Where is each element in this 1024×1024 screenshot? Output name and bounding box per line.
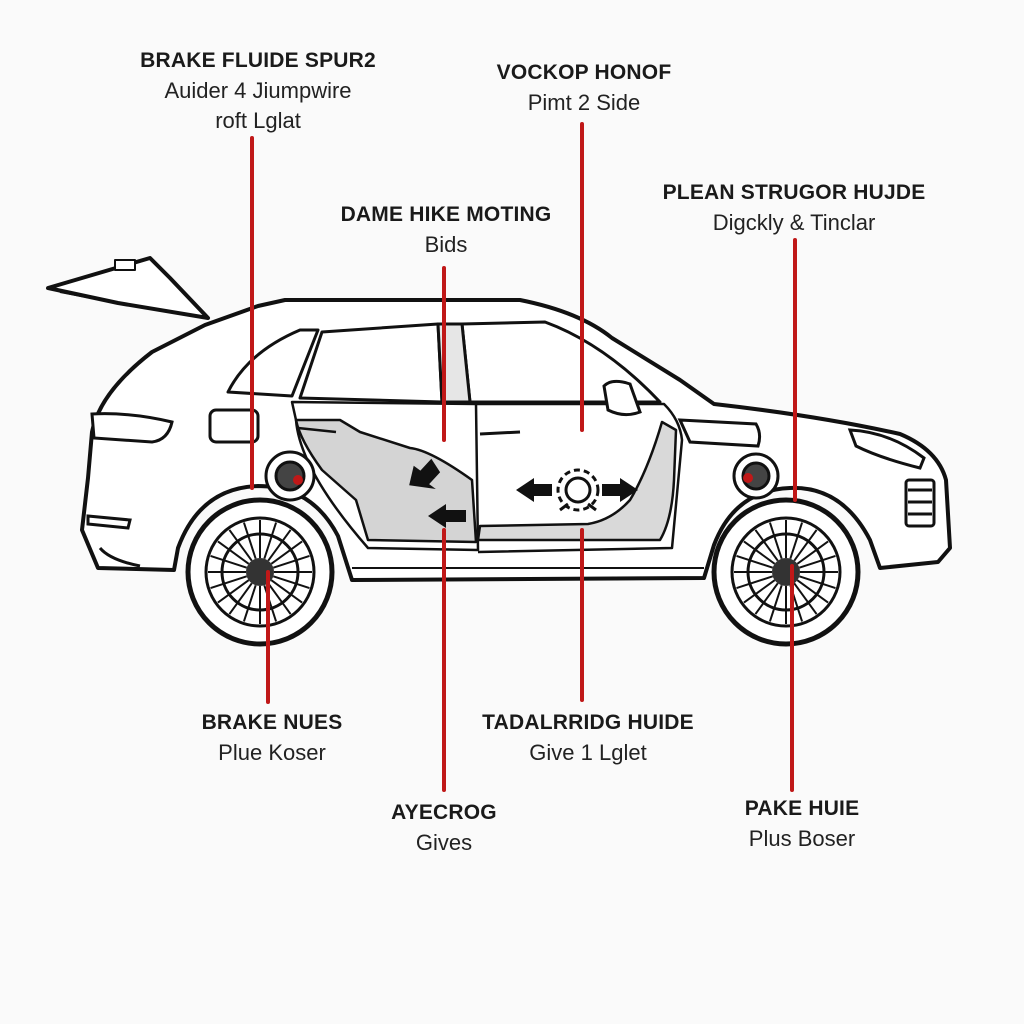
rear-brake-icon: [264, 450, 316, 502]
wheel-spoke: [273, 575, 310, 590]
wheel-spoke: [793, 582, 818, 615]
wheel-spoke: [217, 579, 250, 604]
callout-line: Gives: [415, 830, 473, 855]
wheel-spoke: [768, 522, 783, 559]
callout-title: AYECROG: [391, 801, 497, 824]
wheel-spoke: [273, 554, 310, 569]
callout-line: Plus Boser: [748, 826, 856, 851]
wheel-spoke: [270, 579, 303, 604]
wheel-spoke: [796, 579, 829, 604]
callout-title: VOCKOP HONOF: [496, 61, 672, 84]
callout-brake-nues: BRAKE NUES Plue Koser: [202, 708, 343, 768]
callout-title: BRAKE FLUIDE SPUR2: [140, 49, 376, 72]
callout-brake-fluid-spur: BRAKE FLUIDE SPUR2 Auider 4 Jiumpwire ro…: [140, 46, 376, 136]
wheel-spoke: [736, 575, 773, 590]
callout-title: TADALRRIDG HUIDE: [482, 711, 694, 734]
wheel-spoke: [210, 554, 247, 569]
callout-dame-hike: DAME HIKE MOTING Bids: [341, 200, 552, 260]
window-group: [226, 320, 662, 404]
wheel-spoke: [743, 579, 776, 604]
wheel-spoke: [789, 522, 804, 559]
wheel-spoke: [736, 554, 773, 569]
front-brake-icon: [732, 452, 780, 500]
callout-title: PLEAN STRUGOR HUJDE: [662, 181, 926, 204]
callout-ayecrog: AYECROG Gives: [391, 798, 497, 858]
callout-line: Bids: [424, 232, 468, 257]
callout-title: PAKE HUIE: [744, 797, 860, 820]
wheel-spoke: [793, 529, 818, 562]
callout-title: DAME HIKE MOTING: [340, 203, 552, 226]
arrow-left-icon: [428, 478, 552, 528]
callout-line: Auider 4 Jiumpwire: [164, 78, 352, 103]
callout-pake-huie: PAKE HUIE Plus Boser: [745, 794, 860, 854]
tailgate: [46, 256, 210, 320]
callout-line: Give 1 Lglet: [529, 740, 647, 765]
callout-plean-strugor: PLEAN STRUGOR HUJDE Digckly & Tinclar: [663, 178, 926, 238]
wheel-spoke: [210, 575, 247, 590]
callout-tadalrridg: TADALRRIDG HUIDE Give 1 Lglet: [482, 708, 694, 768]
wheel-spoke: [754, 529, 779, 562]
wheel-spoke: [799, 554, 836, 569]
wheel-spoke: [217, 540, 250, 565]
front-details: [677, 418, 936, 528]
door-cutaway: [290, 400, 684, 554]
callout-line: Pimt 2 Side: [527, 90, 641, 115]
rear-details: [86, 408, 260, 568]
arrow-right-icon: [409, 458, 441, 489]
callout-vockop-honof: VOCKOP HONOF Pimt 2 Side: [497, 58, 672, 118]
wheel-spoke: [754, 582, 779, 615]
wheel-spoke: [242, 585, 257, 622]
wheel-spoke: [263, 522, 278, 559]
wheel-spoke: [270, 540, 303, 565]
rear-wheel: [185, 497, 335, 647]
callout-line: Plue Koser: [218, 740, 326, 765]
wheel-spoke: [242, 522, 257, 559]
wheel-spoke: [768, 585, 783, 622]
wheel-spoke: [267, 529, 292, 562]
gear-icon: [556, 468, 600, 512]
wheel-spoke: [799, 575, 836, 590]
arrow-right-icon: [602, 478, 638, 502]
wheel-spoke: [228, 582, 253, 615]
wheel-spokes: [208, 520, 838, 624]
callout-line: roft Lglat: [215, 108, 301, 133]
leader-lines: [250, 122, 797, 792]
callout-title: BRAKE NUES: [201, 711, 343, 734]
wheel-spoke: [267, 582, 292, 615]
wheel-spoke: [743, 540, 776, 565]
callout-line: Digckly & Tinclar: [712, 210, 876, 235]
wheel-spoke: [796, 540, 829, 565]
side-mirror: [602, 379, 642, 417]
wheel-spoke: [228, 529, 253, 562]
